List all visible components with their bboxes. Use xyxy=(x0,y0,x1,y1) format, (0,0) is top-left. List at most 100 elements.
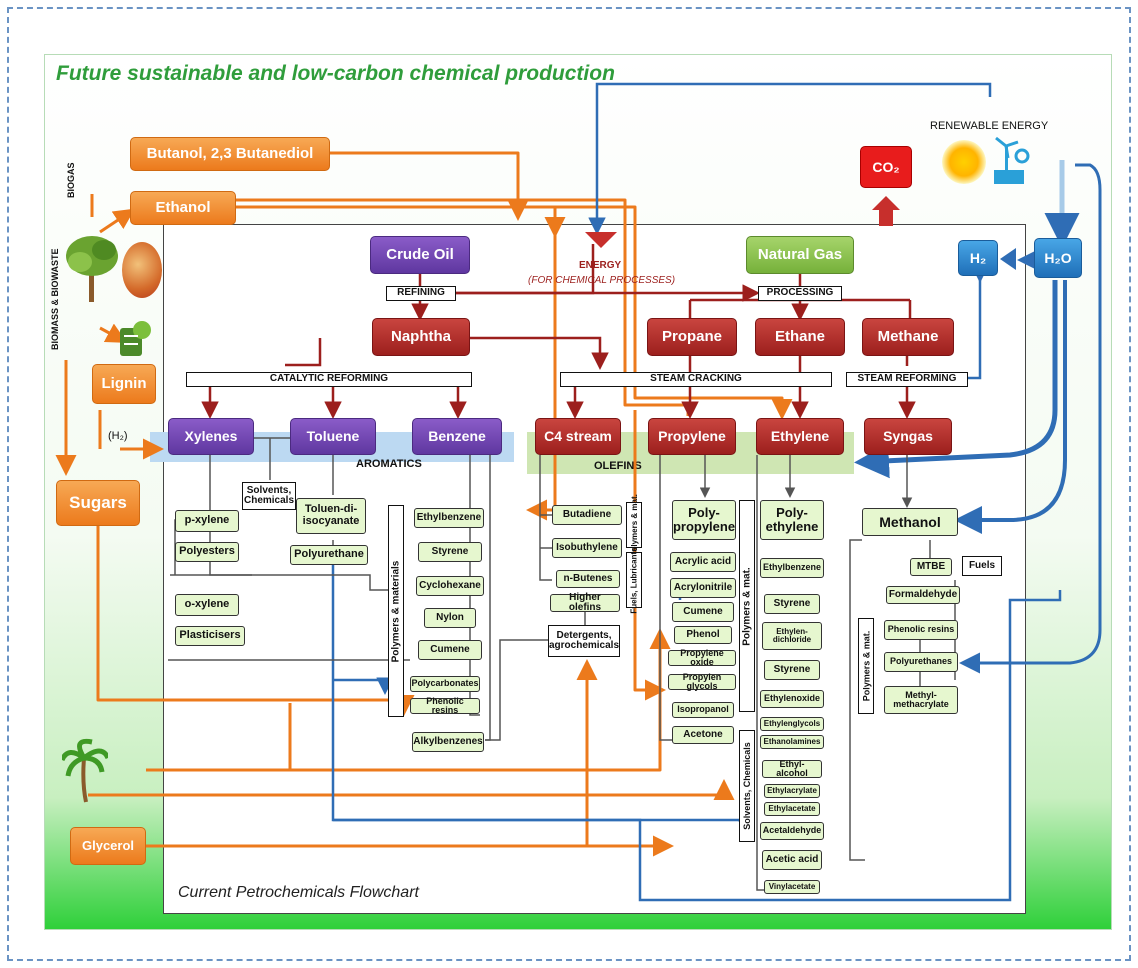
syngas-node: Syngas xyxy=(864,418,952,455)
polyurethanes-m-node: Polyurethanes xyxy=(884,652,958,672)
toluene-node: Toluene xyxy=(290,418,376,455)
recycle-bin-icon xyxy=(112,316,156,360)
ethylacrylate-node: Ethylacrylate xyxy=(764,784,820,798)
energy-note: (FOR CHEMICAL PROCESSES) xyxy=(528,275,676,286)
benzene-node: Benzene xyxy=(412,418,502,455)
methanol-node: Methanol xyxy=(862,508,958,536)
ethylen-dichloride-node: Ethylen-dichloride xyxy=(762,622,822,650)
polyethylene-node: Poly-ethylene xyxy=(760,500,824,540)
isopropanol-node: Isopropanol xyxy=(672,702,734,718)
c4-stream-node: C4 stream xyxy=(535,418,621,455)
ethanolamines-node: Ethanolamines xyxy=(760,735,824,749)
ethylbenzene-b-node: Ethylbenzene xyxy=(760,558,824,578)
h2-node: H₂ xyxy=(958,240,998,276)
diagram-subtitle: Current Petrochemicals Flowchart xyxy=(178,884,419,901)
plasticisers-node: Plasticisers xyxy=(175,626,245,646)
co2-arrow-stem xyxy=(879,210,893,226)
biogas-label: BIOGAS xyxy=(66,162,76,198)
sugars-node: Sugars xyxy=(56,480,140,526)
o-xylene-node: o-xylene xyxy=(175,594,239,616)
renewable-energy-label: RENEWABLE ENERGY xyxy=(930,120,1049,132)
solvents-chemicals-vbox: Solvents, Chemicals xyxy=(739,730,755,842)
polymers-mat-meth-box: Polymers & mat. xyxy=(858,618,874,714)
phenolic-resins-m-node: Phenolic resins xyxy=(884,620,958,640)
wind-turbine-icon xyxy=(986,136,1032,190)
fuels-box: Fuels xyxy=(962,556,1002,576)
refining-box: REFINING xyxy=(386,286,456,301)
nylon-node: Nylon xyxy=(424,608,476,628)
diagram-title: Future sustainable and low-carbon chemic… xyxy=(56,62,615,85)
cumene-b-node: Cumene xyxy=(672,602,734,622)
energy-down-arrow-icon xyxy=(585,232,617,248)
biomass-label: BIOMASS & BIOWASTE xyxy=(50,248,60,350)
polyesters-node: Polyesters xyxy=(175,542,239,562)
propane-node: Propane xyxy=(647,318,737,356)
lignin-node: Lignin xyxy=(92,364,156,404)
glycerol-node: Glycerol xyxy=(70,827,146,865)
acetaldehyde-node: Acetaldehyde xyxy=(760,822,824,840)
co2-node: CO₂ xyxy=(860,146,912,188)
propylene-oxide-node: Propylene oxide xyxy=(668,648,736,667)
p-xylene-node: p-xylene xyxy=(175,510,239,532)
higher-olefins-node: Higher olefins xyxy=(550,592,620,613)
crude-oil-node: Crude Oil xyxy=(370,236,470,274)
phenolic-resins-a-node: Phenolic resins xyxy=(410,696,480,715)
polycarbonates-node: Polycarbonates xyxy=(410,676,480,692)
h2-feed-label: (H₂) xyxy=(108,430,128,442)
tree-icon xyxy=(62,232,122,304)
steam-cracking-box: STEAM CRACKING xyxy=(560,372,832,387)
acetic-acid-node: Acetic acid xyxy=(762,850,822,870)
alkylbenzenes-node: Alkylbenzenes xyxy=(412,732,484,752)
processing-box: PROCESSING xyxy=(758,286,842,301)
isobuthylene-node: Isobuthylene xyxy=(552,538,622,558)
ethylacetate-node: Ethylacetate xyxy=(764,802,820,816)
biowaste-icon xyxy=(122,242,162,298)
polymers-mat-c4-box: Polymers & mat. xyxy=(626,494,642,556)
ethylenoxide-node: Ethylenoxide xyxy=(760,690,824,708)
steam-reforming-box: STEAM REFORMING xyxy=(846,372,968,387)
page-frame xyxy=(7,7,1131,961)
styrene-c-node: Styrene xyxy=(764,660,820,680)
naphtha-node: Naphtha xyxy=(372,318,470,356)
polypropylene-node: Poly-propylene xyxy=(672,500,736,540)
energy-label: ENERGY xyxy=(579,260,622,271)
ethylbenzene-a-node: Ethylbenzene xyxy=(414,508,484,528)
ethylenglycols-node: Ethylenglycols xyxy=(760,717,824,731)
butanol-node: Butanol, 2,3 Butanediol xyxy=(130,137,330,171)
styrene-a-node: Styrene xyxy=(418,542,482,562)
n-butenes-node: n-Butenes xyxy=(556,570,620,588)
xylenes-node: Xylenes xyxy=(168,418,254,455)
phenol-node: Phenol xyxy=(674,626,732,644)
formaldehyde-node: Formaldehyde xyxy=(886,586,960,604)
h2-arrow-icon xyxy=(1000,248,1016,270)
palm-tree-icon xyxy=(59,738,111,804)
styrene-b-node: Styrene xyxy=(764,594,820,614)
sun-icon xyxy=(942,140,986,184)
polymers-mat-prop-box: Polymers & mat. xyxy=(739,500,755,712)
natural-gas-node: Natural Gas xyxy=(746,236,854,274)
methane-node: Methane xyxy=(862,318,954,356)
solvents-chemicals-box: Solvents, Chemicals xyxy=(242,482,296,510)
cyclohexane-node: Cyclohexane xyxy=(416,576,484,596)
acrylonitrile-node: Acrylonitrile xyxy=(670,578,736,598)
olefins-band-label: OLEFINS xyxy=(594,460,642,472)
detergents-box: Detergents, agrochemicals xyxy=(548,625,620,657)
aromatics-band-label: AROMATICS xyxy=(356,458,422,470)
polyurethane-node: Polyurethane xyxy=(290,545,368,565)
propylene-node: Propylene xyxy=(648,418,736,455)
ethyl-alcohol-node: Ethyl-alcohol xyxy=(762,759,822,778)
vinylacetate-node: Vinylacetate xyxy=(764,880,820,894)
cumene-a-node: Cumene xyxy=(418,640,482,660)
ethanol-node: Ethanol xyxy=(130,191,236,225)
catalytic-reforming-box: CATALYTIC REFORMING xyxy=(186,372,472,387)
methyl-methacrylate-node: Methyl-methacrylate xyxy=(884,686,958,714)
ethane-node: Ethane xyxy=(755,318,845,356)
toluen-di-isocyanate-node: Toluen-di-isocyanate xyxy=(296,498,366,534)
ethylene-node: Ethylene xyxy=(756,418,844,455)
propylen-glycols-node: Propylen glycols xyxy=(668,672,736,691)
polymers-materials-box: Polymers & materials xyxy=(388,505,404,717)
acrylic-acid-node: Acrylic acid xyxy=(670,552,736,572)
fuels-lubricants-box: Fuels, Lubricants xyxy=(626,547,642,613)
butadiene-node: Butadiene xyxy=(552,505,622,525)
mtbe-node: MTBE xyxy=(910,558,952,576)
